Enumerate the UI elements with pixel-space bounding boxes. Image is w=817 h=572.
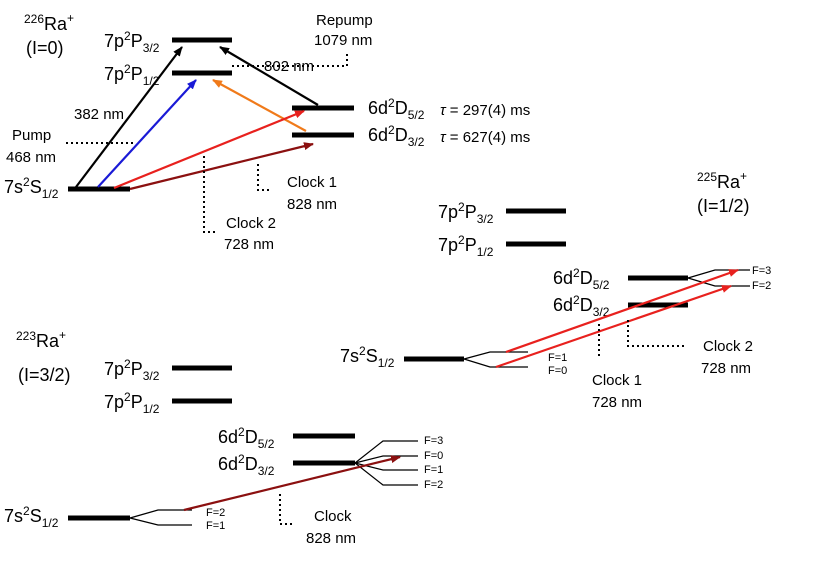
ra226-arrow-382nm [75,46,183,188]
ra225-label-s12: 7s2S1/2 [340,344,395,370]
ra225-label-d52: 6d2D5/2 [553,266,610,292]
ra225-group: 225Ra+ (I=1/2) 7p2P3/2 7p2P1/2 6d2D5/2 6… [340,169,771,411]
ra226-clock1-name: Clock 1 [287,174,337,191]
ra223-hf-d-f0-line [354,455,418,464]
ra226-leader-clock1 [257,164,272,191]
ra225-clock2-wavelength: 728 nm [701,360,751,377]
ra226-label-p32: 7p2P3/2 [104,29,160,55]
ra225-arrow-clock2 [505,268,739,354]
ra223-hf-d-f0: F=0 [424,450,443,462]
ra223-label-p32: 7p2P3/2 [104,357,160,383]
ra223-hf-s-f2-line [129,509,192,519]
ra225-label-p12: 7p2P1/2 [438,233,494,259]
ra226-label-d52: 6d2D5/2 [368,96,425,122]
ra223-spin-label: (I=3/2) [18,365,71,385]
ra223-hf-d-f3: F=3 [424,435,443,447]
ra223-arrow-clock-828nm [183,455,401,512]
ra226-clock1-wavelength: 828 nm [287,196,337,213]
ra225-clock1-wavelength: 728 nm [592,394,642,411]
ra225-label-d32: 6d2D3/2 [553,293,610,319]
ra225-spin-label: (I=1/2) [697,196,750,216]
ra225-clock1-name: Clock 1 [592,372,642,389]
ra226-spin-label: (I=0) [26,38,64,58]
ra226-382nm-label: 382 nm [74,106,124,123]
ra223-label-s12: 7s2S1/2 [4,504,59,530]
ra225-hf-s-f1-line [463,351,528,360]
ra226-label-s12: 7s2S1/2 [4,175,59,201]
ra226-802nm-label: 802 nm [264,58,314,75]
ra226-clock2-name: Clock 2 [226,215,276,232]
ra226-isotope-label: 226Ra+ [24,11,74,34]
ra226-pump-name: Pump [12,127,51,144]
ra226-leader-repump [232,52,348,67]
ra226-label-p12: 7p2P1/2 [104,62,160,88]
ra223-label-d52: 6d2D5/2 [218,425,275,451]
ra225-isotope-label: 225Ra+ [697,169,747,192]
ra226-clock2-wavelength: 728 nm [224,236,274,253]
ra226-arrow-828nm-clock1 [129,142,314,191]
ra223-hf-s-f1-line [129,517,192,526]
ra226-leader-clock2 [203,156,218,233]
ra225-arrow-clock1 [495,284,732,369]
ra226-pump-wavelength: 468 nm [6,149,56,166]
ra226-repump-wavelength: 1079 nm [314,32,372,49]
ra225-hf-d-f3: F=3 [752,265,771,277]
ra226-arrow-468nm-pump [97,79,197,188]
ra223-hf-d-f2: F=2 [424,479,443,491]
ra225-hf-s-f0: F=0 [548,365,567,377]
ra223-clock-name: Clock [314,508,352,525]
ra225-hf-s-f0-line [463,358,528,368]
ra223-hf-s-f1: F=1 [206,520,225,532]
ra223-leader-clock [279,494,294,525]
ra226-arrow-1079nm-repump [212,79,307,132]
ra226-repump-name: Repump [316,12,373,29]
ra223-isotope-label: 223Ra+ [16,328,66,351]
ra223-hf-d-f3-line [354,440,418,464]
ra225-clock2-name: Clock 2 [703,338,753,355]
ra226-arrow-802nm [219,46,319,106]
ra223-label-d32: 6d2D3/2 [218,452,275,478]
ra226-label-d32: 6d2D3/2 [368,123,425,149]
ra223-hf-d-f1: F=1 [424,464,443,476]
ra223-hf-s-f2: F=2 [206,507,225,519]
ra223-hf-d-f2-line [354,462,418,486]
ra226-lifetime-d32: τ = 627(4) ms [440,129,530,146]
ra226-group: 226Ra+ (I=0) 7p2P3/2 7p2P1/2 6d2D5/2 6d2… [4,11,530,253]
ra225-label-p32: 7p2P3/2 [438,200,494,226]
ra223-clock-wavelength: 828 nm [306,530,356,547]
ra225-leader-clock2 [627,320,686,347]
ra225-hf-d-f2-line [687,277,750,287]
ra226-arrow-728nm-clock2 [113,109,305,190]
ra225-hf-d-f2: F=2 [752,280,771,292]
ra226-lifetime-d52: τ = 297(4) ms [440,102,530,119]
ra223-group: 223Ra+ (I=3/2) 7p2P3/2 7p2P1/2 6d2D5/2 6… [4,328,443,547]
ra223-label-p12: 7p2P1/2 [104,390,160,416]
ra225-hf-s-f1: F=1 [548,352,567,364]
